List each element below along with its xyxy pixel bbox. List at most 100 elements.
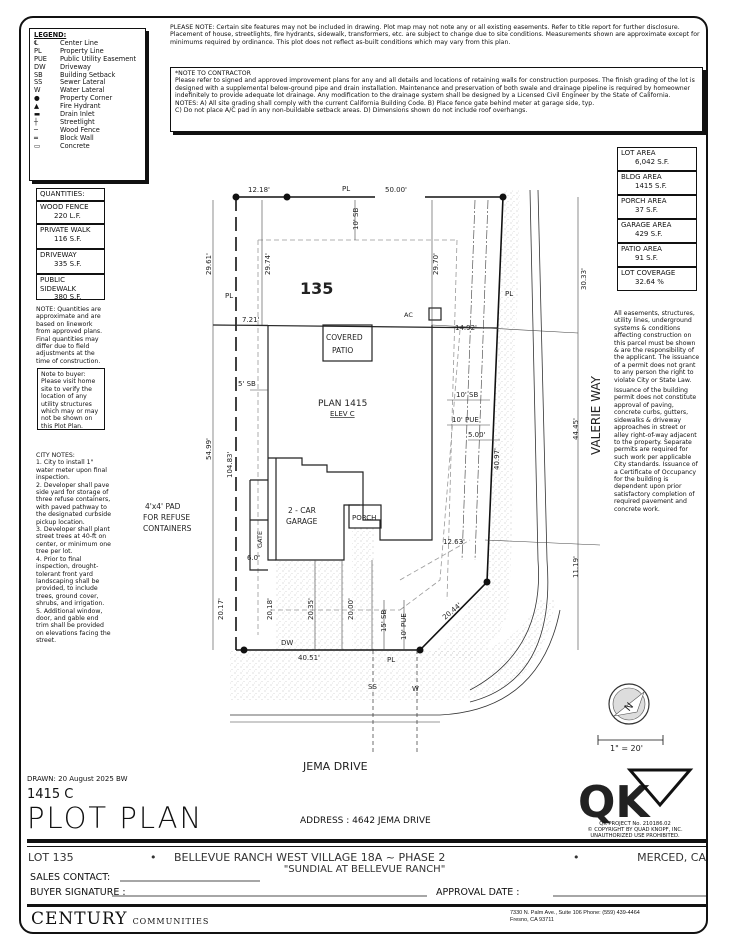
- dim-label: 10' SB: [352, 208, 360, 231]
- legend-title: LEGEND:: [34, 31, 67, 39]
- sales-contact-label: SALES CONTACT:: [30, 872, 111, 883]
- legend-item: ● Property Corner: [34, 94, 141, 103]
- legend-symbol: DW: [34, 62, 46, 71]
- legend-label: Property Line: [60, 46, 104, 55]
- dim-label: 104.83': [226, 452, 234, 478]
- porch-label: PORCH: [352, 514, 376, 522]
- area-value: 37 S.F.: [635, 205, 658, 214]
- area-value: 91 S.F.: [635, 253, 658, 262]
- garage-label: 2 - CAR: [288, 506, 316, 515]
- quantity-value: 116 S.F.: [54, 234, 82, 243]
- legend-symbol: ─: [34, 125, 38, 134]
- setback-lines: [257, 239, 471, 635]
- easements-note: All easements, structures, utility lines…: [614, 310, 700, 384]
- covered-patio-label: COVERED: [326, 333, 363, 342]
- quantities-note: NOTE: Quantities are approximate and are…: [36, 306, 103, 365]
- qk-unauthorized: UNAUTHORIZED USE PROHIBITED.: [590, 833, 680, 839]
- dim-label: 20.18': [266, 598, 274, 620]
- dim-label: 20.00': [347, 598, 355, 620]
- legend-item: ═ Block Wall: [34, 133, 141, 143]
- dim-label: 40.51': [298, 654, 320, 662]
- city-note: 1. City to install 1" water meter upon f…: [36, 459, 108, 482]
- legend-label: Property Corner: [60, 94, 113, 103]
- dim-label: 12.18': [248, 186, 270, 194]
- legend-label: Building Setback: [60, 70, 116, 79]
- area-label: BLDG AREA: [621, 173, 662, 181]
- buyer-signature-label: BUYER SIGNATURE :: [30, 887, 126, 898]
- legend-item: ─ Wood Fence: [34, 125, 141, 135]
- legend-label: Drain Inlet: [60, 110, 95, 119]
- legend-symbol: ┼: [34, 117, 38, 126]
- pad-note: 4'x4' PAD: [145, 502, 181, 511]
- quantity-value: 380 S.F.: [54, 293, 82, 301]
- legend-symbol: ▲: [34, 102, 40, 111]
- city-notes-title: CITY NOTES:: [36, 452, 75, 459]
- legend-symbol: ▬: [34, 110, 41, 119]
- legend-item: SB Building Setback: [34, 70, 141, 80]
- plot-plan-title: PLOT PLAN: [27, 801, 204, 835]
- elev-label: ELEV C: [330, 410, 355, 418]
- contractor-notes-line1: NOTES: A) All site grading shall comply …: [175, 99, 595, 107]
- legend-label: Streetlight: [60, 117, 95, 126]
- house-footprint: [212, 307, 498, 571]
- legend-item: ▭Concrete: [34, 142, 141, 151]
- qk-project-number: QK PROJECT No. 210186.02: [599, 821, 671, 827]
- builder-address: 7330 N. Palm Ave., Suite 106 Phone: (559…: [510, 910, 640, 924]
- legend-symbol: SS: [34, 78, 43, 87]
- dim-label: 5.00': [468, 431, 486, 439]
- legend-label: Fire Hydrant: [60, 102, 101, 111]
- scale-label: 1" = 20': [610, 744, 643, 753]
- lot-label: LOT 135: [28, 851, 74, 864]
- area-value: 429 S.F.: [635, 229, 663, 238]
- legend-symbol: ═: [34, 133, 38, 142]
- legend-symbol: PUE: [34, 54, 47, 63]
- area-value: 1415 S.F.: [635, 181, 667, 190]
- ac-label: AC: [404, 311, 413, 319]
- title-rule: [27, 839, 708, 843]
- qk-copyright: © COPYRIGHT BY QUAD KNOPF, INC.: [587, 827, 683, 833]
- page-frame: [19, 16, 708, 934]
- logo-century: CENTURY: [31, 909, 128, 929]
- quantity-value: 335 S.F.: [54, 259, 82, 268]
- approval-date-label: APPROVAL DATE :: [436, 887, 520, 898]
- legend-label: Water Lateral: [60, 86, 105, 95]
- century-communities-logo: CENTURY COMMUNITIES: [31, 909, 209, 929]
- dim-label: 50.00': [385, 186, 407, 194]
- buyer-note: Note to buyer: Please visit home site to…: [37, 368, 105, 430]
- dim-label: 11.19': [572, 556, 580, 578]
- garage-label-2: GARAGE: [286, 517, 318, 526]
- legend-label: Wood Fence: [60, 125, 100, 134]
- pad-note-3: CONTAINERS: [143, 524, 192, 533]
- builder-address-line2: Fresno, CA 93711: [510, 917, 554, 923]
- pl-label-left: PL: [225, 292, 233, 300]
- gate-label: GATE: [256, 531, 264, 548]
- utility-laterals: [372, 650, 418, 755]
- dw-label: DW: [281, 639, 293, 647]
- area-value: 6,042 S.F.: [635, 157, 670, 166]
- walk-concrete: [352, 528, 374, 650]
- dim-label: 30.33': [580, 268, 588, 290]
- dim-label: 40.97': [493, 448, 501, 470]
- builder-address-line1: 7330 N. Palm Ave., Suite 106 Phone: (559…: [510, 910, 640, 916]
- right-notes: All easements, structures, utility lines…: [614, 310, 700, 513]
- legend-item: ▬ Drain Inlet: [34, 110, 141, 119]
- contractor-note-body: Please refer to signed and approved impr…: [175, 77, 695, 100]
- legend-symbol: ●: [34, 94, 40, 103]
- legend-label: Public Utility Easement: [60, 54, 137, 63]
- dim-label: 29.61': [205, 253, 213, 275]
- qk-logo-text: QK: [578, 777, 651, 828]
- quantity-value: 220 L.F.: [54, 211, 81, 220]
- dim-label: 54.99': [205, 438, 213, 460]
- bullet: •: [573, 851, 580, 864]
- legend-symbol: SB: [34, 70, 43, 79]
- legend-label: Block Wall: [60, 133, 94, 142]
